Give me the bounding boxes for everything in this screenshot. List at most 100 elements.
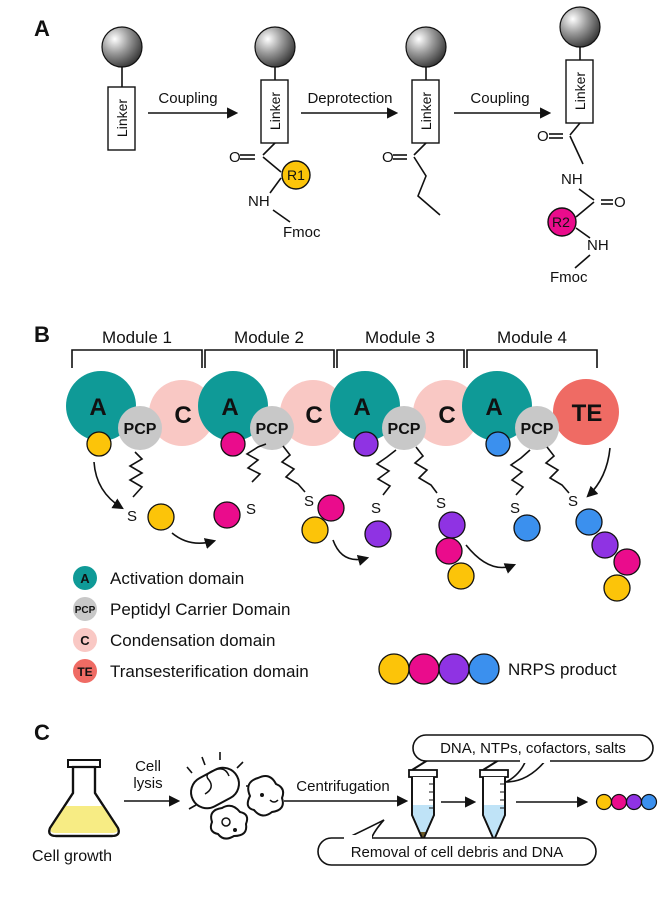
thioester-s-6: S [510,500,520,517]
r1-label: R1 [287,167,305,183]
nh-label-3: NH [587,237,609,254]
legend-pcp-label: Peptidyl Carrier Domain [110,600,290,619]
panel-a: A Linker Coupling Linker O R1 NH [34,6,626,286]
activation-letter-4: A [485,394,502,421]
step-coupling-1: Coupling [158,90,217,107]
pcp-letter-4: PCP [521,421,554,438]
callout-additives-text: DNA, NTPs, cofactors, salts [440,740,626,757]
pcp-arm-4a [509,449,531,496]
legend-product-yellow [378,653,410,685]
pcp-domain-2 [250,406,294,450]
module-4-label: Module 4 [497,328,567,347]
callout-additives: DNA, NTPs, cofactors, salts [412,734,654,783]
pcp-letter-2: PCP [256,421,289,438]
condensation-letter-3: C [438,402,455,429]
panel-a-label: A [34,16,50,41]
product-bead-blue [640,793,658,811]
flask-icon [48,759,120,838]
panel-c-label: C [34,720,50,745]
pcp-domain-1 [118,406,162,450]
product-yellow [603,574,631,602]
linker-label-2: Linker [267,92,283,130]
activation-letter-1: A [89,394,106,421]
pcp-letter-3: PCP [388,421,421,438]
te-domain [553,379,619,445]
thioester-s-5: S [436,495,446,512]
legend-pcp-letter: PCP [75,605,96,616]
legend-pcp-swatch [73,597,97,621]
resin-bead-4: Linker O NH O R2 NH Fmoc [537,6,626,286]
chain-3-purple [438,511,466,539]
tethered-monomer-1 [147,503,175,531]
thioester-s-7: S [568,493,578,510]
tube-with-pellet-icon [408,759,438,843]
transfer-arrow-4 [465,544,517,574]
callout-removal-text: Removal of cell debris and DNA [351,844,564,861]
resin-bead-1: Linker [101,26,143,151]
activation-letter-2: A [221,394,238,421]
release-arrow [586,447,611,498]
legend-te-letter: TE [77,665,92,679]
legend-activation-label: Activation domain [110,569,244,588]
module-1-bracket [71,349,203,368]
legend-te-swatch [73,659,97,683]
r1-sidechain [281,160,311,190]
thioester-s-2: S [246,501,256,518]
lysis-label-line2: lysis [133,775,162,792]
te-letter: TE [572,400,603,427]
lysis-label-line1: Cell [135,758,161,775]
legend-condensation-letter: C [80,633,90,648]
step-coupling-2: Coupling [470,90,529,107]
legend-te-label: Transesterification domain [110,662,309,681]
tethered-monomer-3 [364,520,392,548]
legend-product-magenta [408,653,440,685]
pcp-arm-2b [280,445,306,493]
product-bead-yellow [595,793,613,811]
legend-condensation-label: Condensation domain [110,631,275,650]
pcp-arm-3a [375,449,397,496]
activation-letter-3: A [353,394,370,421]
pcp-arm-3b [413,446,438,494]
legend-product-blue [468,653,500,685]
linker-label-1: Linker [114,99,130,137]
chain-3-yellow [447,562,475,590]
legend: A Activation domain PCP Peptidyl Carrier… [73,566,617,685]
r2-sidechain [547,207,577,237]
monomer-purple-on-a3 [353,431,379,457]
pcp-arm-1 [128,451,144,498]
step-deprotection: Deprotection [307,90,392,107]
product-blue [575,508,603,536]
module-2-bracket [204,349,335,368]
resin-bead-3: Linker O [382,26,447,216]
condensation-domain-2 [280,380,346,446]
chain-2-yellow [301,516,329,544]
oxygen-label-1: O [229,149,241,166]
oxygen-label-3: O [537,128,549,145]
thioester-s-3: S [304,493,314,510]
nh-label-2: NH [561,171,583,188]
legend-condensation-swatch [73,628,97,652]
activation-domain-4 [462,371,532,441]
monomer-magenta-on-a2 [220,431,246,457]
condensation-letter-2: C [305,402,322,429]
panel-c: C Cell growth Cell lysis Centrifugation [32,720,658,866]
cell-growth-label: Cell growth [32,848,112,865]
module-3-bracket [336,349,465,368]
product-bead-purple [625,793,643,811]
centrifugation-label: Centrifugation [296,778,389,795]
pcp-arm-2a [245,443,267,483]
fmoc-label-2: Fmoc [550,269,588,286]
legend-activation-swatch [73,566,97,590]
monomer-blue-on-a4 [485,431,511,457]
chain-3-magenta [435,537,463,565]
pcp-domain-3 [382,406,426,450]
lysed-cells-icon [186,752,285,840]
module-2-label: Module 2 [234,328,304,347]
module-4-bracket [466,349,598,368]
condensation-domain-3 [413,380,479,446]
chain-2-magenta [317,494,345,522]
linker-label-4: Linker [572,72,588,110]
transfer-arrow-3 [332,539,370,566]
resin-bead-2: Linker O R1 NH Fmoc [229,26,321,241]
